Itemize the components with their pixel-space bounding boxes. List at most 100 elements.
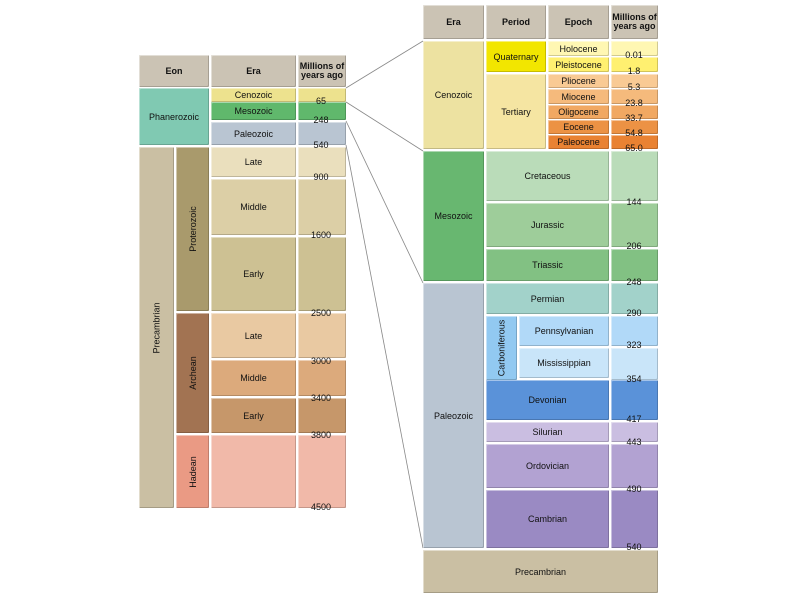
era-cell-label: Middle [240, 202, 267, 212]
header-period: Period [486, 5, 546, 39]
header-epoch-label: Epoch [564, 16, 593, 27]
header-epoch: Epoch [548, 5, 609, 39]
header-era: Era [211, 55, 296, 87]
period-cell: Ordovician [486, 444, 609, 488]
period-carboniferous-label: Carboniferous [496, 319, 507, 377]
period-cell-label: Ordovician [525, 461, 570, 471]
period-pennsylvanian: Pennsylvanian [519, 316, 609, 346]
mya-label: 1.8 [627, 66, 641, 76]
epoch-cell: Holocene [548, 41, 609, 56]
period-cell: Triassic [486, 249, 609, 281]
eon-precambrian: Precambrian [139, 147, 174, 508]
mya-cell [298, 88, 346, 102]
period-cell: Silurian [486, 422, 609, 442]
header-era: Era [423, 5, 484, 39]
period-tertiary-label: Tertiary [501, 106, 531, 117]
era-cell: Early [211, 237, 296, 311]
era-cell: Late [211, 313, 296, 358]
mya-label: 0.01 [625, 50, 643, 60]
header-period-label: Period [501, 16, 530, 27]
period-cell: Permian [486, 283, 609, 314]
era-cell: Early [211, 398, 296, 433]
period-cell-label: Silurian [532, 427, 563, 437]
era-cell: Middle [211, 179, 296, 235]
era-cell: Paleozoic [211, 122, 296, 145]
period-quaternary: Quaternary [486, 41, 546, 72]
header-eon: Eon [139, 55, 209, 87]
epoch-cell-label: Holocene [559, 43, 598, 54]
period-tertiary: Tertiary [486, 74, 546, 149]
epoch-cell: Eocene [548, 120, 609, 134]
period-cell-label: Jurassic [530, 220, 564, 230]
eon-proterozoic-label: Proterozoic [187, 206, 198, 252]
eon-archean-label: Archean [187, 356, 198, 390]
period-carboniferous: Carboniferous [486, 316, 517, 380]
mya-label: 248 [313, 115, 329, 125]
period-cell-label: Cretaceous [524, 171, 571, 181]
header-mya: Millions of years ago [298, 55, 346, 87]
era-cell: Cenozoic [211, 88, 296, 102]
mya-label: 4500 [310, 502, 332, 512]
header-mya: Millions of years ago [611, 5, 658, 39]
period-cell-label: Permian [530, 293, 565, 304]
mya-label: 323 [626, 340, 642, 350]
epoch-cell: Pliocene [548, 74, 609, 88]
mya-label: 354 [626, 374, 642, 384]
mya-cell [611, 74, 658, 88]
eon-phanerozoic: Phanerozoic [139, 88, 209, 145]
period-mississippian-label: Mississippian [537, 358, 591, 368]
mya-cell [611, 120, 658, 134]
mya-label: 3000 [310, 356, 332, 366]
era-cell: Late [211, 147, 296, 177]
period-pennsylvanian-label: Pennsylvanian [534, 326, 594, 336]
era-cell-label: Paleozoic [233, 128, 274, 139]
mya-label: 417 [626, 414, 642, 424]
mya-label: 2500 [310, 308, 332, 318]
mya-cell [611, 316, 658, 346]
era-cell-label: Early [243, 269, 264, 279]
eon-archean: Archean [176, 313, 209, 433]
era-cell-label: Middle [240, 373, 267, 383]
period-mississippian: Mississippian [519, 348, 609, 378]
epoch-cell-label: Pleistocene [555, 59, 602, 70]
mya-label: 65 [315, 96, 326, 106]
era-mesozoic: Mesozoic [423, 151, 484, 281]
mya-label: 54.8 [625, 128, 643, 138]
mya-cell [298, 360, 346, 396]
header-era-label: Era [246, 65, 261, 76]
era-cell-label: Early [243, 410, 264, 421]
period-cell: Cretaceous [486, 151, 609, 201]
mya-label: 540 [626, 542, 642, 552]
epoch-cell: Paleocene [548, 135, 609, 149]
header-eon-label: Eon [165, 65, 183, 76]
header-era-label: Era [446, 16, 461, 27]
mya-cell [611, 249, 658, 281]
era-paleozoic-label: Paleozoic [433, 410, 474, 421]
mya-label: 1600 [310, 230, 332, 240]
epoch-cell-label: Oligocene [558, 107, 599, 117]
mya-cell [611, 105, 658, 119]
era-cell-label: Late [244, 330, 263, 341]
epoch-cell-label: Eocene [563, 122, 594, 132]
mya-cell [298, 313, 346, 358]
period-cell: Devonian [486, 380, 609, 420]
epoch-cell-label: Pliocene [561, 76, 596, 86]
mya-cell [611, 283, 658, 314]
mya-cell [611, 41, 658, 56]
era-cell-label: Cenozoic [234, 90, 273, 100]
mya-label: 443 [626, 437, 642, 447]
era-precambrian-label: Precambrian [514, 566, 567, 577]
epoch-cell: Oligocene [548, 105, 609, 119]
mya-label: 23.8 [625, 98, 643, 108]
mya-label: 248 [626, 277, 642, 287]
mya-cell [611, 89, 658, 104]
epoch-cell-label: Paleocene [557, 137, 600, 147]
mya-label: 540 [313, 140, 329, 150]
era-mesozoic-label: Mesozoic [434, 211, 473, 221]
header-mya-label: Millions of years ago [612, 12, 657, 31]
period-quaternary-label: Quaternary [493, 51, 539, 62]
era-cenozoic-label: Cenozoic [434, 90, 473, 100]
era-cell: Middle [211, 360, 296, 396]
period-cell-label: Triassic [532, 260, 563, 270]
